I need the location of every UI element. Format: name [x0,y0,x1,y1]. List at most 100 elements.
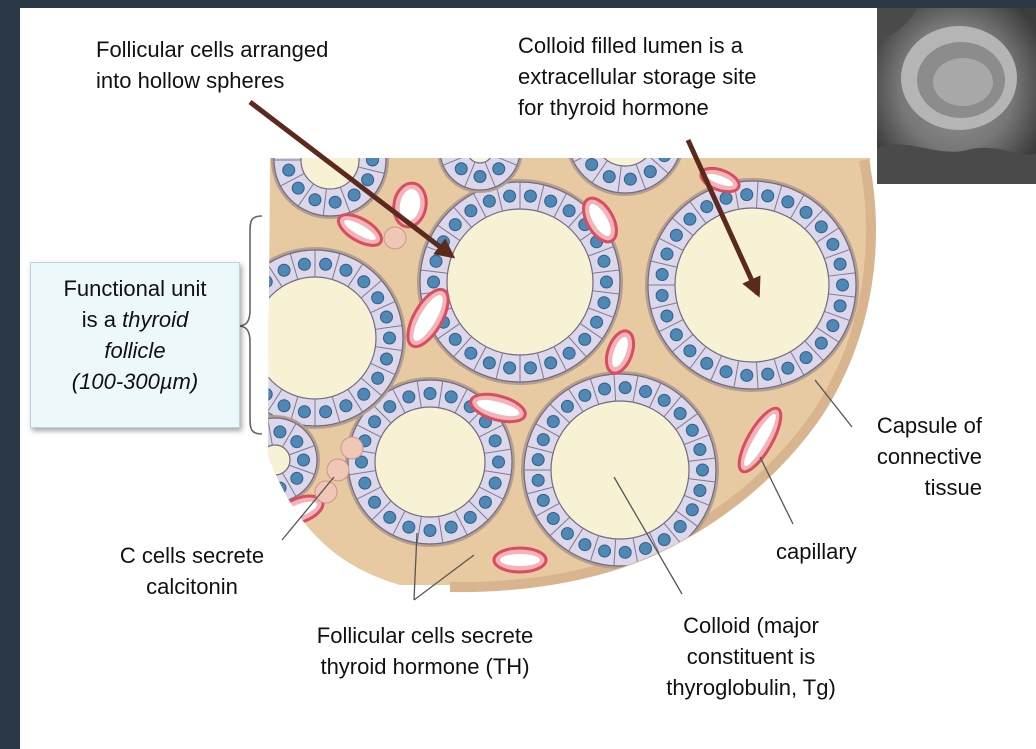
follicle [230,415,320,505]
cell-nucleus [670,329,682,341]
cell-nucleus [255,429,267,441]
functional-unit-line2-plain: is a [82,307,122,332]
cell-nucleus [309,194,321,206]
cell-border [243,433,264,450]
cell-nucleus [741,369,753,381]
label-c-cells: C cells secrete calcitonin [92,540,292,602]
cell-nucleus [445,391,457,403]
cell-nucleus [837,279,849,291]
cell-nucleus [599,383,611,395]
cell-nucleus [701,357,713,369]
cell-nucleus [372,372,384,384]
cell-nucleus [445,521,457,533]
label-colloid-lumen-line1: Colloid filled lumen is a [518,30,756,61]
cell-nucleus [639,386,651,398]
functional-unit-line4: (100-300µm) [31,366,239,397]
cell-nucleus [298,454,310,466]
cell-nucleus [298,258,310,270]
colloid-lumen [467,137,493,163]
cell-border [485,113,495,138]
cell-border [492,135,517,145]
follicle [437,107,523,193]
cell-nucleus [701,201,713,213]
follicle [521,371,719,569]
colloid-lumen [551,401,689,539]
cell-nucleus [576,140,588,152]
cell-nucleus [601,276,613,288]
cell-nucleus [372,292,384,304]
cell-nucleus [455,125,467,137]
cell-nucleus [619,382,631,394]
label-colloid-lumen-line3: for thyroid hormone [518,92,756,123]
cell-nucleus [563,347,575,359]
cell-nucleus [532,454,544,466]
cell-nucleus [670,229,682,241]
cell-nucleus [380,353,392,365]
cell-nucleus [260,388,272,400]
functional-unit-line1: Functional unit [31,273,239,304]
cell-nucleus [537,434,549,446]
cell-nucleus [483,195,495,207]
cell-nucleus [493,125,505,137]
cell-nucleus [782,196,794,208]
cell-nucleus [242,464,254,476]
cell-border [323,104,326,131]
cell-nucleus [661,248,673,260]
functional-unit-line2: is a thyroid [31,304,239,335]
sem-micrograph-image [877,8,1036,184]
cell-nucleus [586,159,598,171]
cell-nucleus [661,310,673,322]
cell-nucleus [362,134,374,146]
cell-nucleus [465,205,477,217]
cell-nucleus [292,182,304,194]
cell-nucleus [274,426,286,438]
cell-nucleus [489,477,501,489]
cell-nucleus [283,144,295,156]
cell-nucleus [561,400,573,412]
cell-nucleus [598,255,610,267]
label-capsule-line2: connective [830,441,982,472]
cell-nucleus [591,316,603,328]
cell-nucleus [384,401,396,413]
label-capsule: Capsule of connective tissue [830,410,982,503]
cell-nucleus [274,482,286,494]
cell-nucleus [686,424,698,436]
cell-nucleus [619,546,631,558]
label-colloid-lumen-line2: extracellular storage site [518,61,756,92]
cell-nucleus [329,112,341,124]
label-follicular-spheres: Follicular cells arranged into hollow sp… [96,34,328,96]
functional-unit-line2-italic: thyroid [122,307,188,332]
cell-nucleus [782,362,794,374]
cell-border [340,108,350,133]
cell-nucleus [384,511,396,523]
cell-nucleus [455,163,467,175]
cell-nucleus [664,129,676,141]
colloid-lumen [254,277,376,399]
label-follicular-secrete-line1: Follicular cells secrete [290,620,560,651]
follicle [224,247,406,429]
cell-nucleus [448,144,460,156]
c-cell [315,481,337,503]
cell-nucleus [348,119,360,131]
cell-nucleus [644,166,656,178]
cell-nucleus [320,406,332,418]
cell-nucleus [246,292,258,304]
cell-nucleus [362,174,374,186]
cell-border [465,113,475,138]
cell-nucleus [697,464,709,476]
colloid-lumen [447,209,593,355]
label-colloid-lumen: Colloid filled lumen is a extracellular … [518,30,756,123]
cell-nucleus [524,190,536,202]
cell-nucleus [489,435,501,447]
cell-nucleus [242,444,254,456]
cell-nucleus [464,511,476,523]
cell-nucleus [369,416,381,428]
cell-nucleus [800,352,812,364]
cell-nucleus [504,362,516,374]
cell-nucleus [563,205,575,217]
label-colloid-major-line1: Colloid (major [640,610,862,641]
label-capsule-line3: tissue [830,472,982,503]
cell-border [298,114,313,136]
label-capillary-text: capillary [776,536,857,567]
